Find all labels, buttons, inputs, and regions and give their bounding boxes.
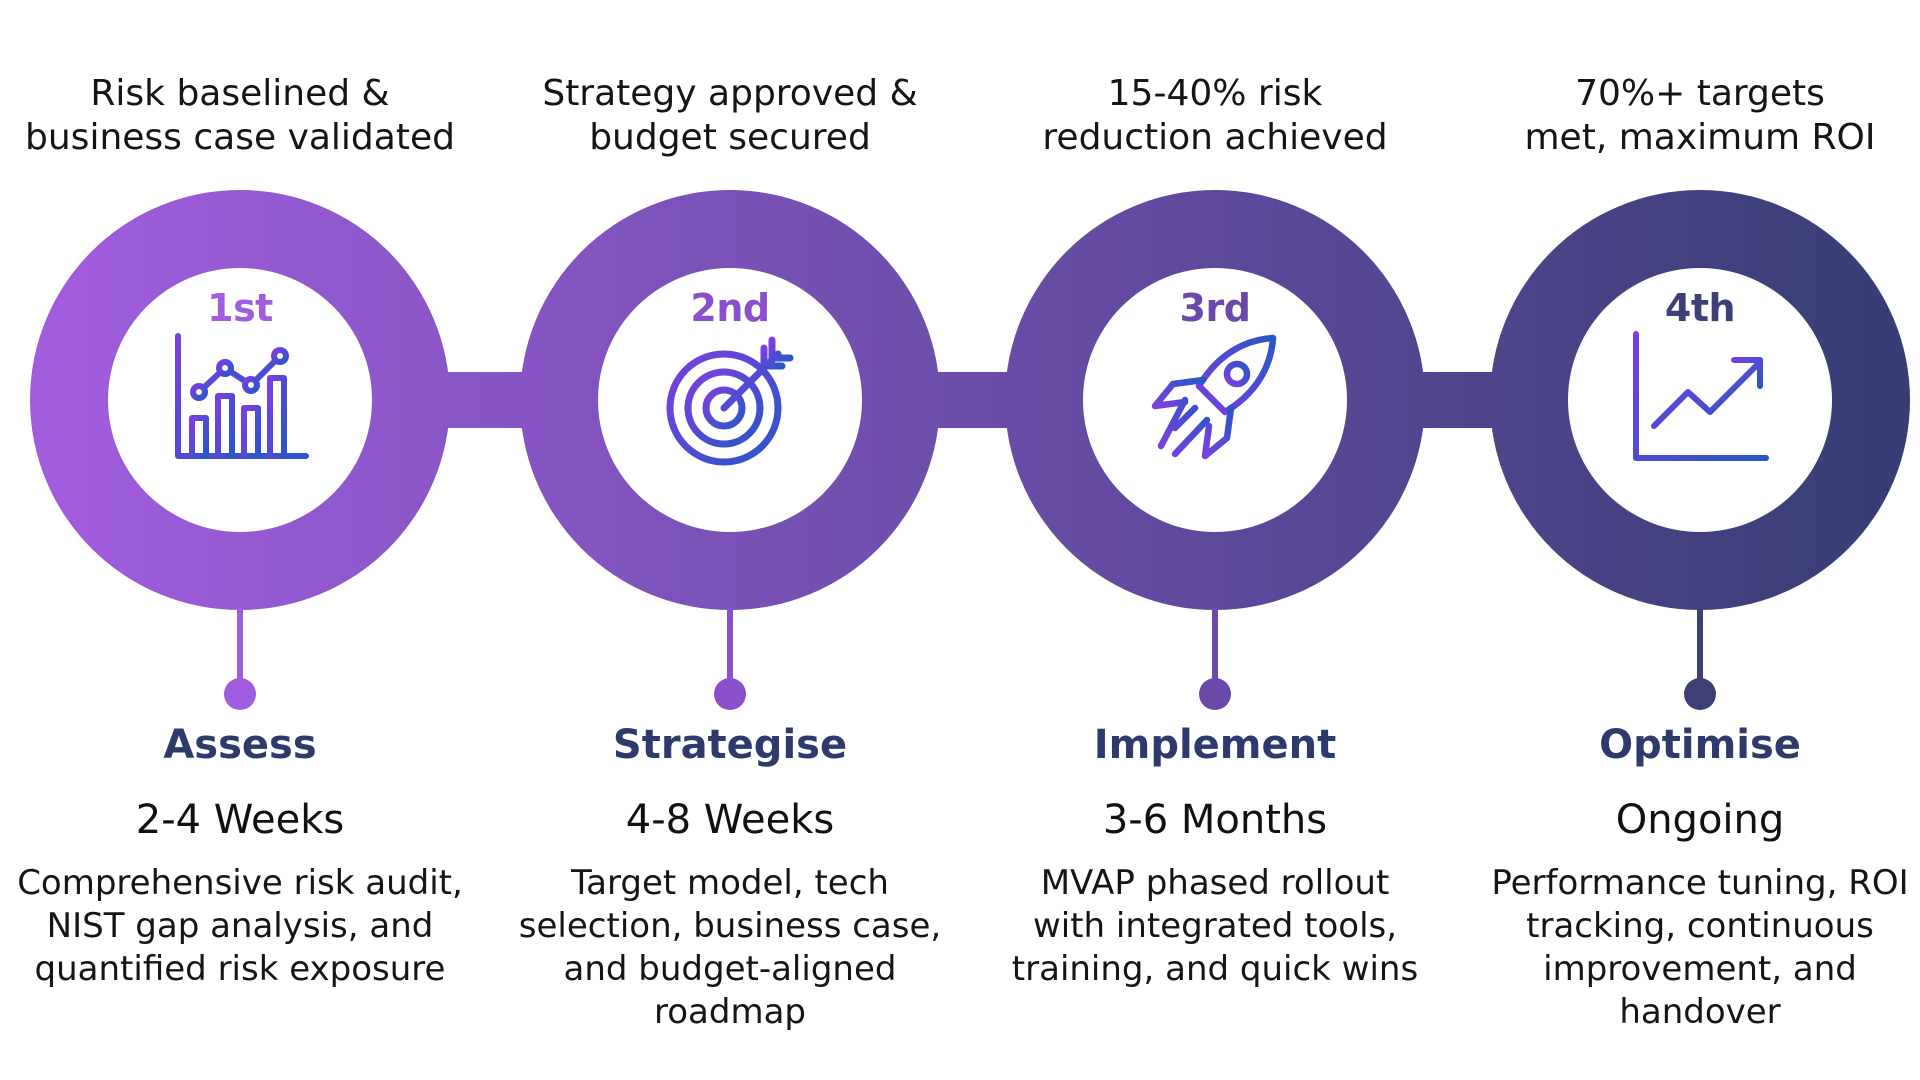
connector-dot	[1684, 678, 1716, 710]
phase-duration: 2-4 Weeks	[135, 797, 345, 843]
phase-duration: Ongoing	[1615, 797, 1785, 843]
step-ordinal: 3rd	[1179, 286, 1251, 330]
step-ordinal: 2nd	[690, 286, 770, 330]
step-optimise: 70%+ targets met, maximum ROI 4th Optimi…	[1460, 0, 1920, 1080]
rocket-icon	[1151, 334, 1277, 460]
phase-title: Assess	[163, 722, 317, 768]
step-outcome: 15-40% risk reduction achieved	[1042, 73, 1388, 158]
connector-stem	[1212, 608, 1218, 688]
connector-dot	[224, 678, 256, 710]
step-ordinal: 1st	[207, 286, 273, 330]
phase-description: Performance tuning, ROI tracking, contin…	[1491, 863, 1909, 1032]
connector-dot	[714, 678, 746, 710]
step-ordinal: 4th	[1664, 286, 1736, 330]
phase-title: Implement	[1093, 722, 1337, 768]
step-assess: Risk baselined & business case validated…	[0, 0, 480, 1080]
target-arrow-icon	[666, 336, 794, 466]
connector-dot	[1199, 678, 1231, 710]
phase-duration: 3-6 Months	[1102, 797, 1328, 843]
step-outcome: Strategy approved & budget secured	[542, 73, 918, 158]
connector-stem	[237, 608, 243, 688]
connector-stem	[727, 608, 733, 688]
step-implement: 15-40% risk reduction achieved 3rd Imple…	[975, 0, 1455, 1080]
step-strategise: Strategy approved & budget secured 2nd S…	[490, 0, 970, 1080]
phase-duration: 4-8 Weeks	[625, 797, 835, 843]
phase-title: Strategise	[612, 722, 848, 768]
phase-description: Target model, tech selection, business c…	[518, 863, 942, 1032]
growth-chart-icon	[1633, 331, 1769, 461]
step-outcome: 70%+ targets met, maximum ROI	[1524, 73, 1876, 158]
phase-description: Comprehensive risk audit, NIST gap analy…	[17, 863, 463, 989]
connector-stem	[1697, 608, 1703, 688]
bar-chart-trend-icon	[175, 333, 309, 459]
step-outcome: Risk baselined & business case validated	[25, 73, 455, 158]
phase-title: Optimise	[1599, 722, 1801, 768]
phase-description: MVAP phased rollout with integrated tool…	[1011, 863, 1419, 989]
